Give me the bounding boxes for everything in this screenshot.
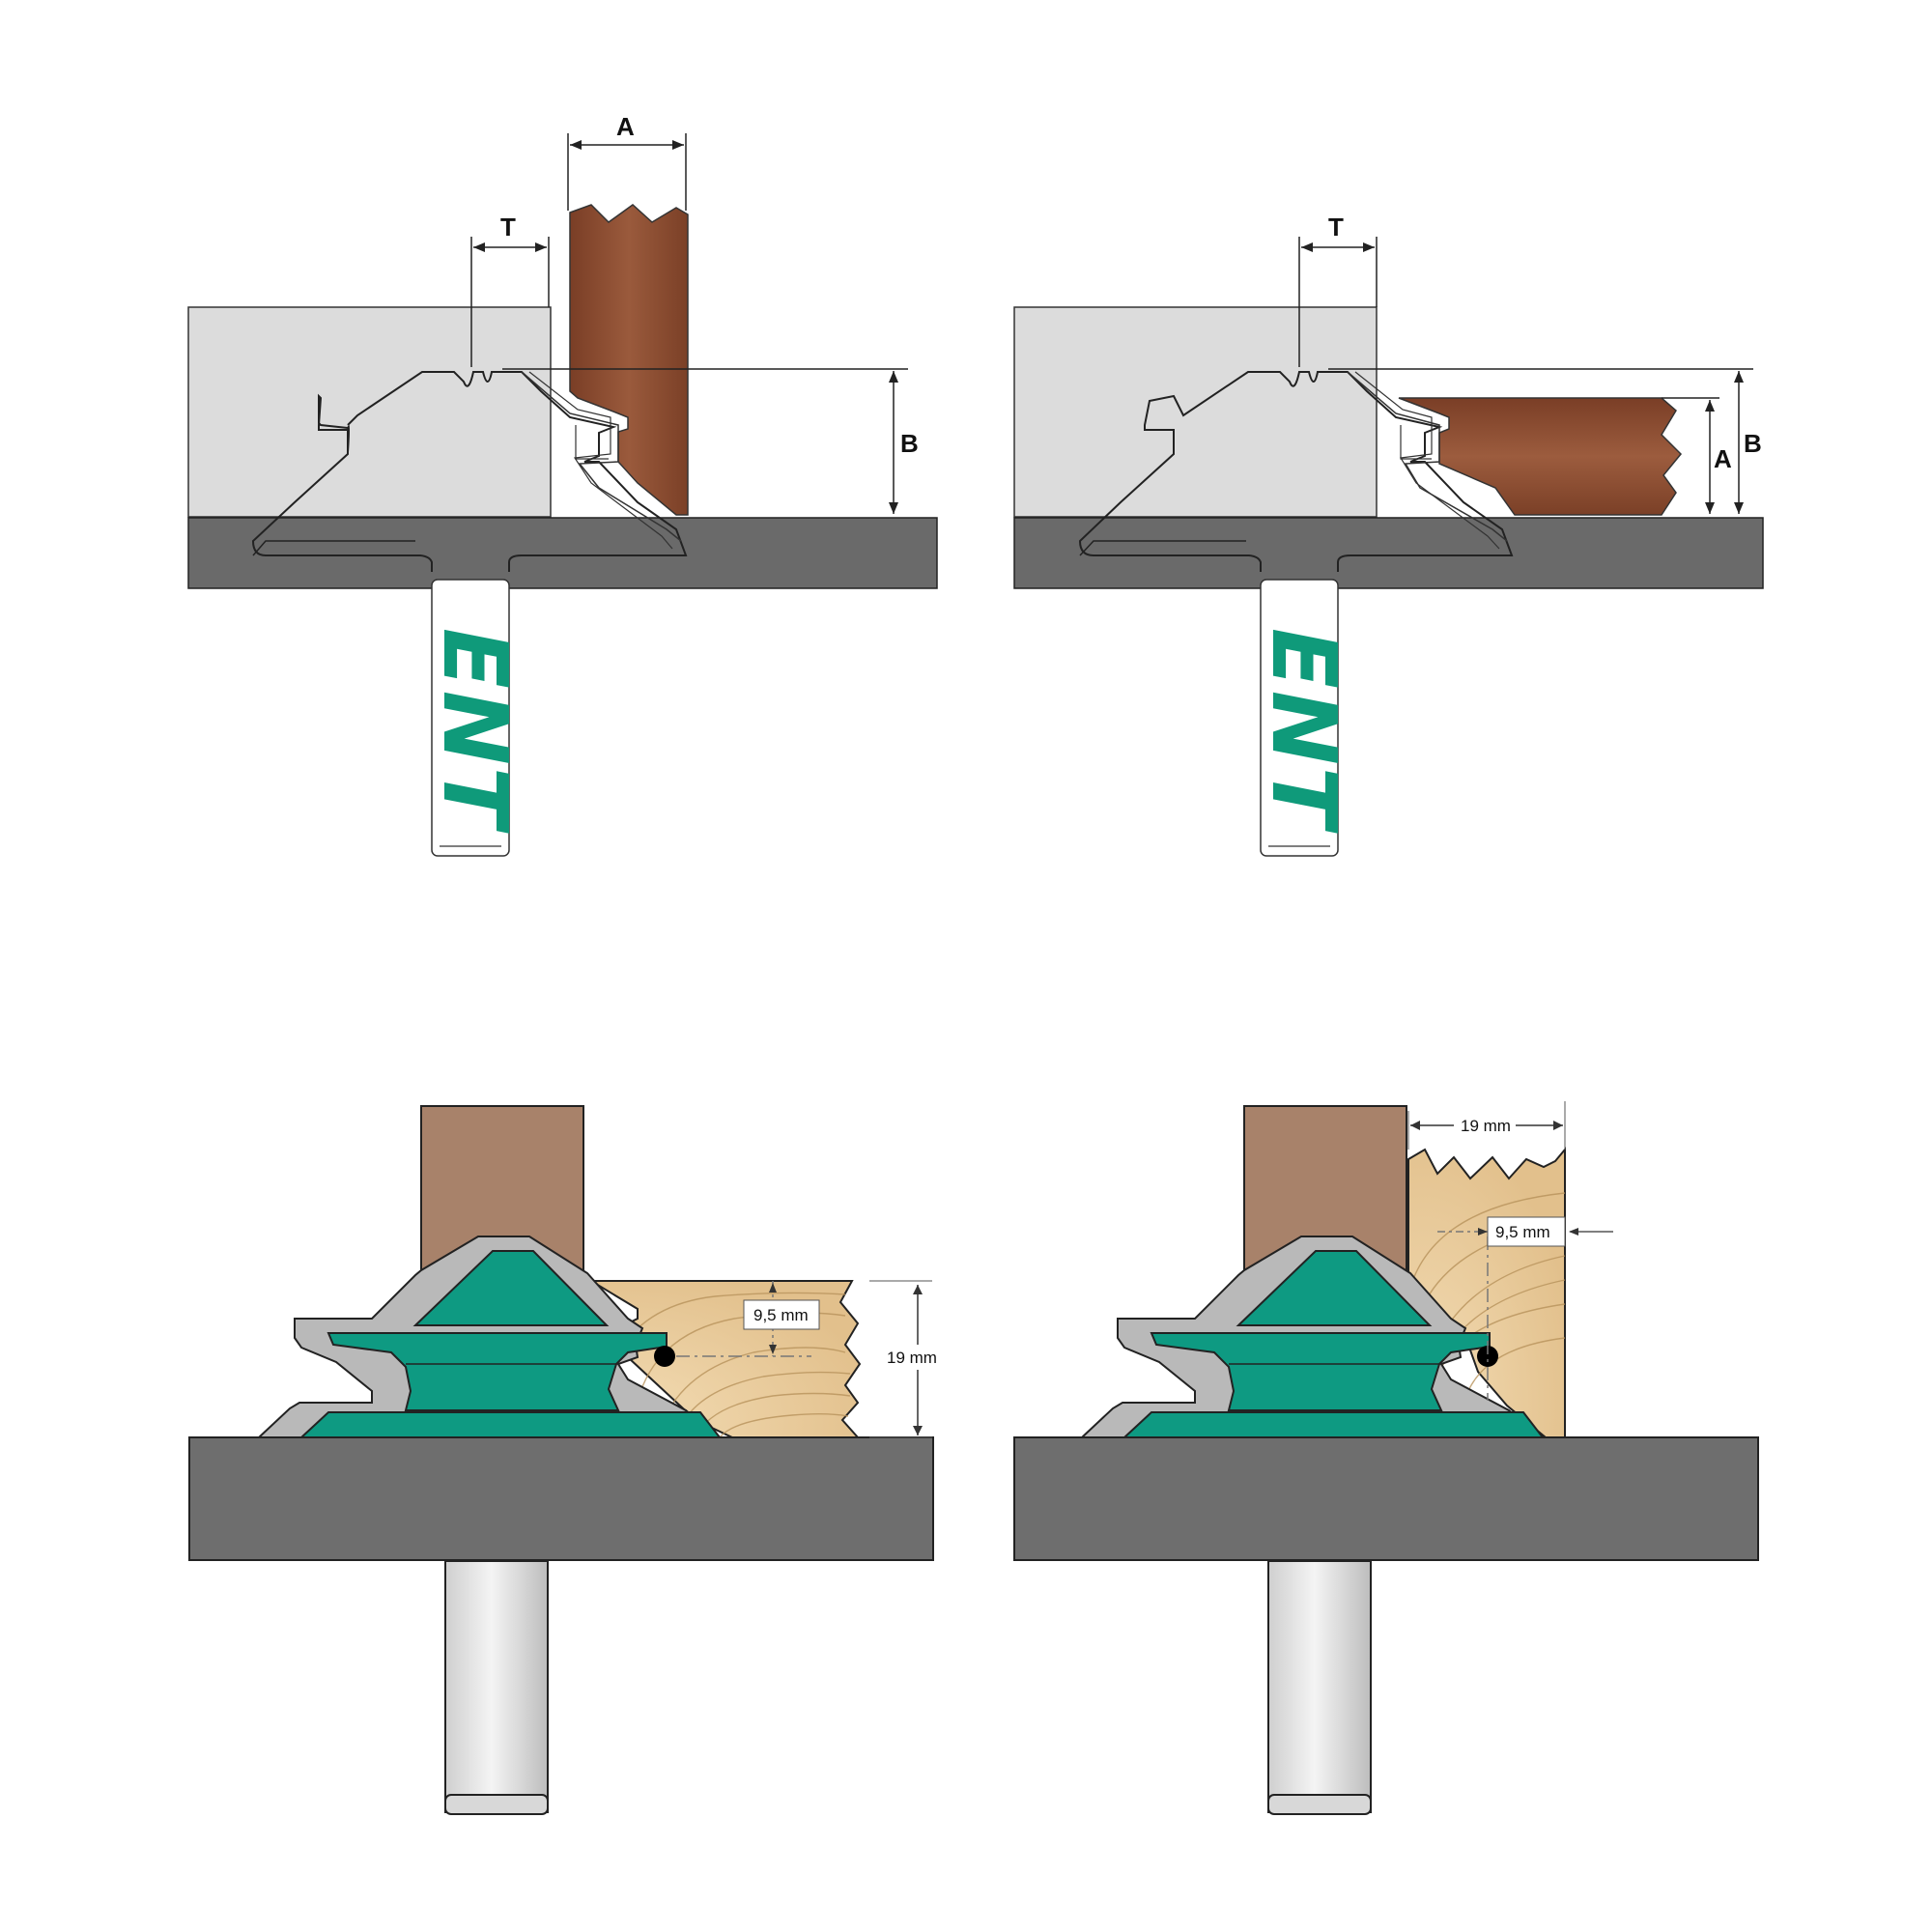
cutter-profile [1078,371,1514,572]
walnut-board [569,204,689,516]
router-shank [444,1560,549,1813]
dimension-label-t: T [500,213,516,242]
diagram-top-right: T A B ENT [1013,213,1764,857]
dimension-label-b: B [900,429,919,458]
dimension-label-t: T [1328,213,1344,242]
brand-logo: ENT [1252,628,1355,834]
dimension-label-b: B [1744,429,1762,458]
dimension-label-a: A [1714,444,1732,473]
stock-thickness-label: 19 mm [1461,1117,1511,1135]
cutter-green [298,1411,723,1438]
router-table [187,517,938,589]
offset-label: 9,5 mm [1495,1223,1550,1241]
fence-block [1013,306,1378,518]
brand-logo: ENT [423,628,526,834]
dimension-label-a: A [616,112,635,141]
cutter-green-top [412,1250,610,1326]
router-shank [1260,579,1339,857]
router-table [188,1436,934,1561]
router-table [1013,1436,1759,1561]
diagram-bottom-right: 9,5 mm 19 mm [1013,1101,1759,1815]
stock-thickness-label: 19 mm [887,1349,937,1367]
walnut-board [1398,397,1683,516]
pivot-point [1477,1346,1498,1367]
router-shank [431,579,510,857]
cutter-green-top [1236,1250,1433,1326]
diagram-top-left: T A B ENT [187,112,938,857]
diagram-bottom-left: 9,5 mm 19 mm [188,1105,941,1815]
cutter-profile [251,371,688,572]
router-shank [1267,1560,1372,1813]
router-table [1013,517,1764,589]
offset-label: 9,5 mm [753,1306,809,1324]
fence-block [187,306,552,518]
cutter-green [1122,1411,1546,1438]
pivot-point [654,1346,675,1367]
